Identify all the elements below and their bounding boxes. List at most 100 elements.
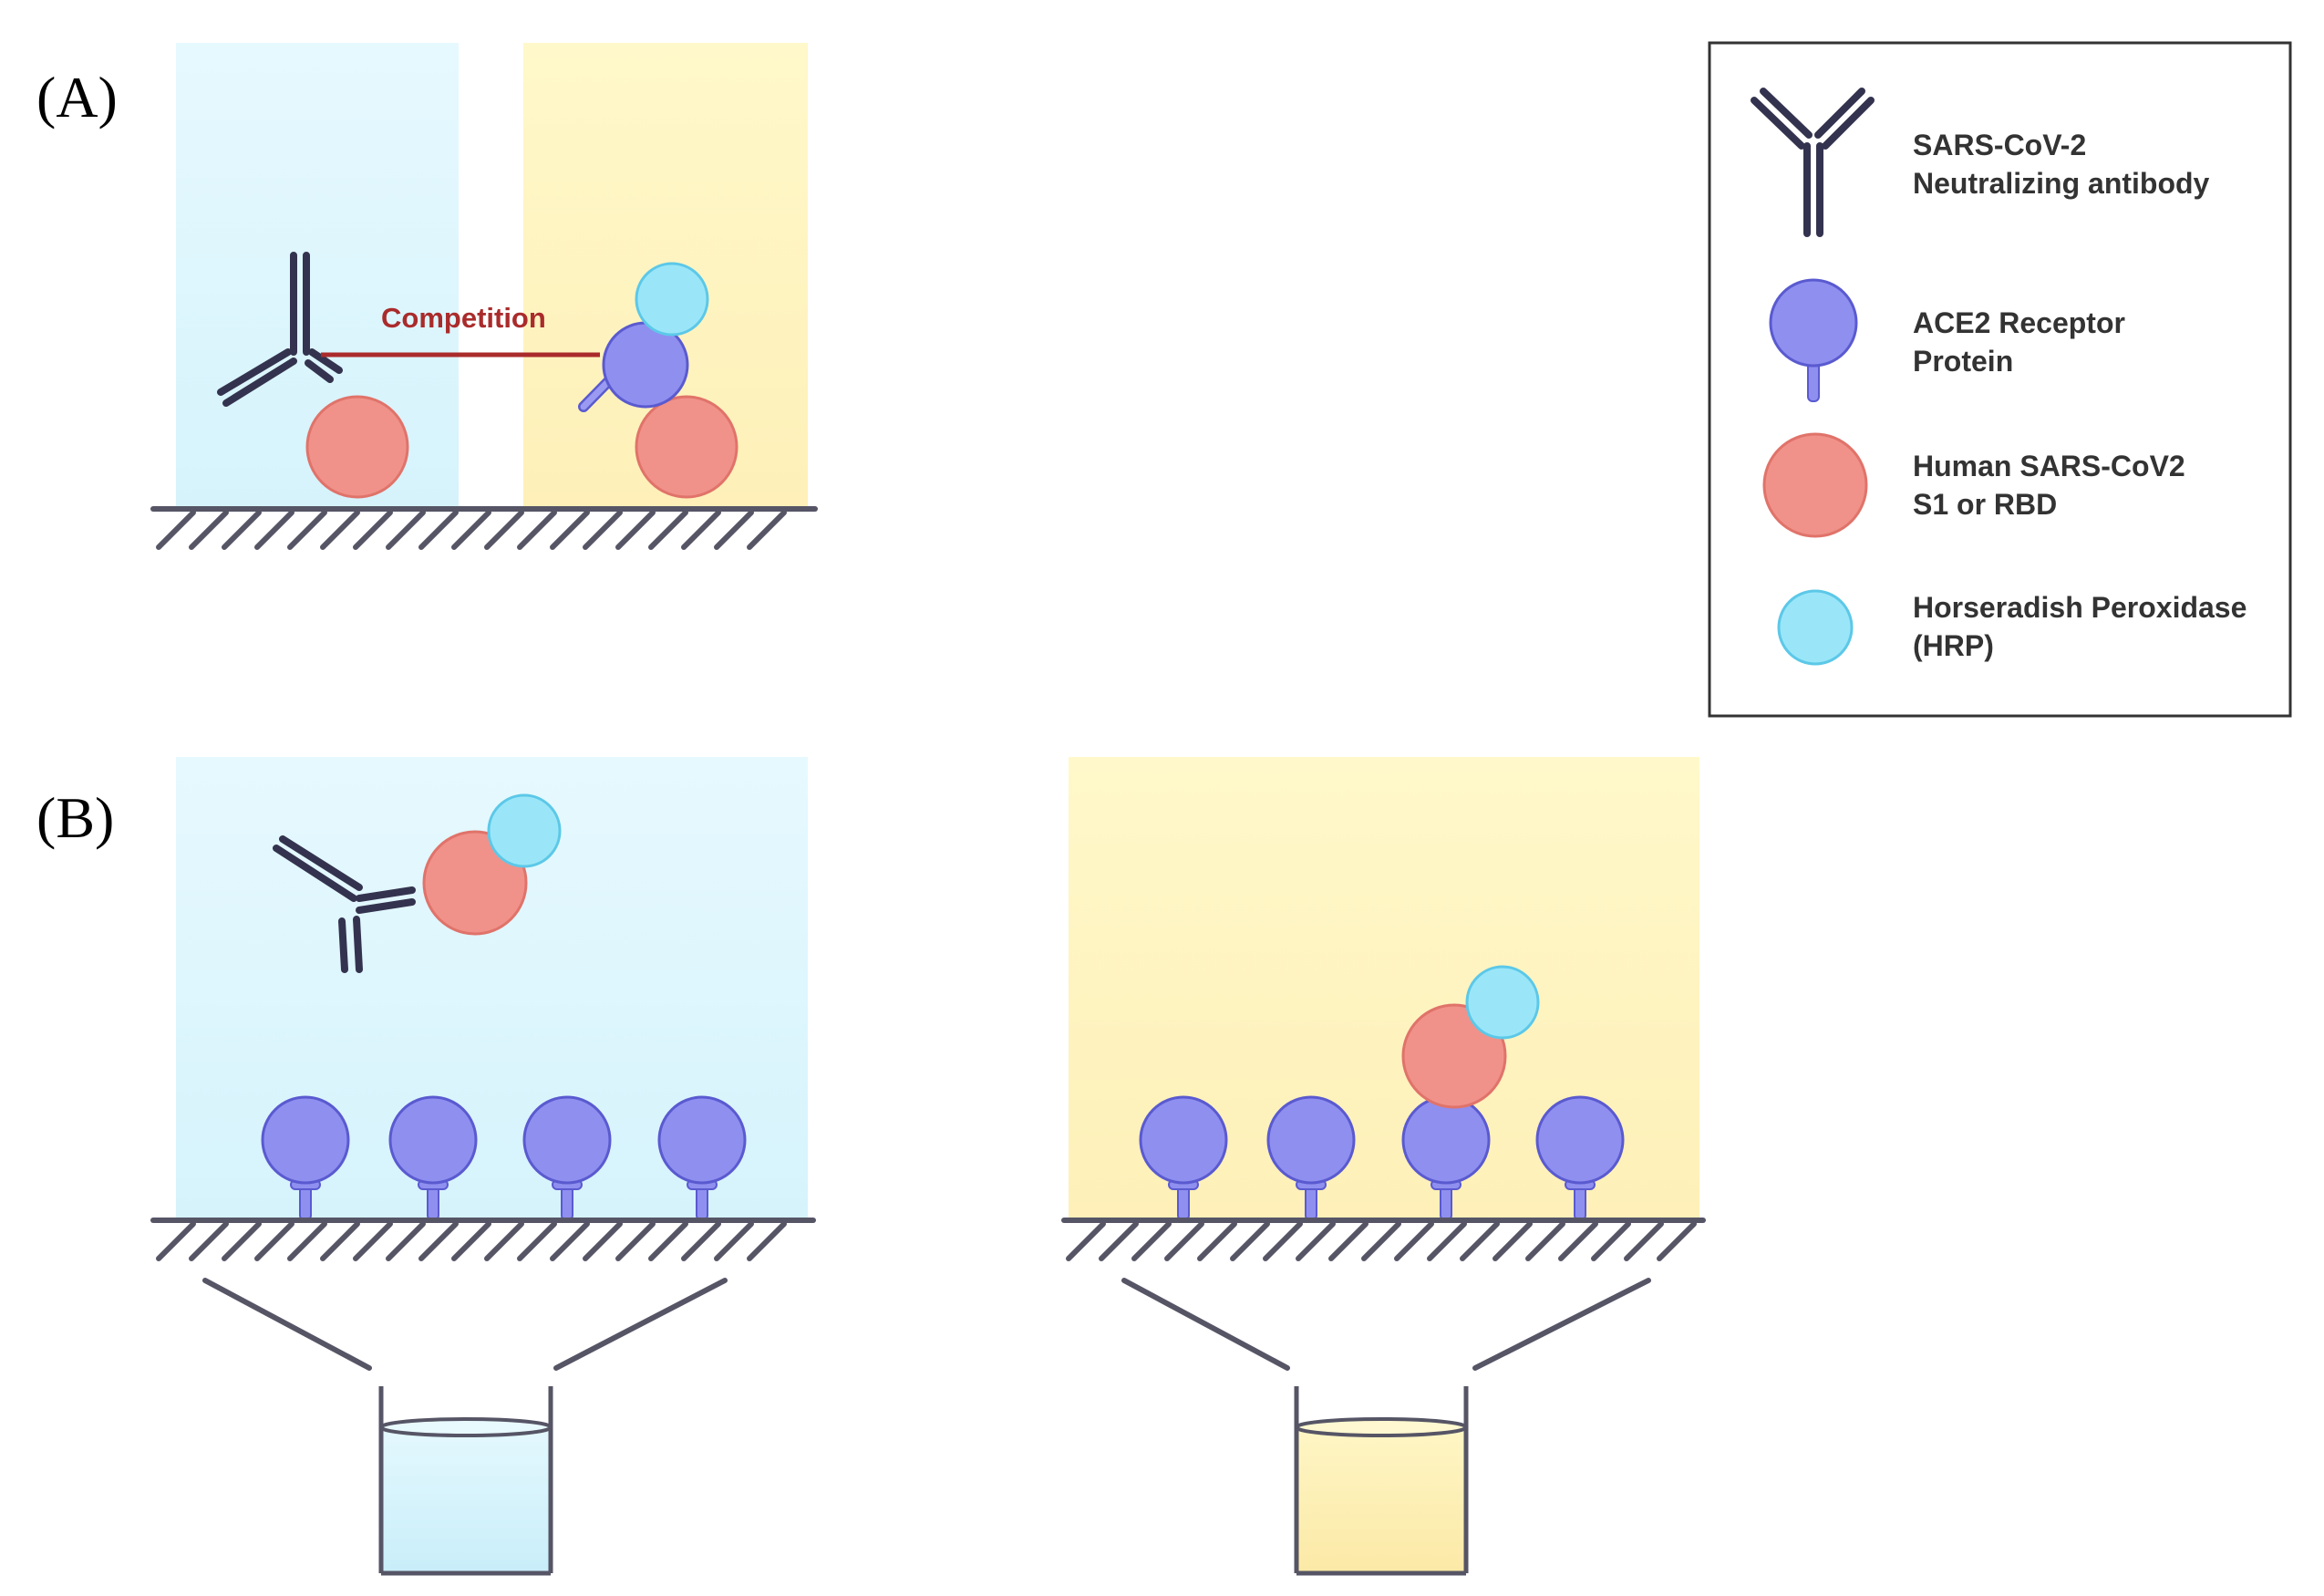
- ace2-receptor-icon: [1769, 278, 1858, 402]
- hatch-stroke: [615, 510, 656, 550]
- legend-ace2-line1: ACE2 Receptor: [1913, 306, 2125, 339]
- hatch-stroke: [648, 1221, 688, 1261]
- ace2-receptor-icon: [1266, 1095, 1356, 1220]
- legend-rbd-line2: S1 or RBD: [1913, 488, 2057, 521]
- well-icon: [378, 1386, 553, 1576]
- ace2-receptor-icon: [1401, 1095, 1491, 1220]
- hatch-stroke: [1657, 1221, 1697, 1261]
- legend-hrp-line2: (HRP): [1913, 629, 1994, 662]
- well-icon: [1294, 1386, 1469, 1576]
- hatch-stroke: [1624, 1221, 1664, 1261]
- hatch-stroke: [1361, 1221, 1401, 1261]
- hatch-stroke: [583, 1221, 623, 1261]
- hatch-stroke: [353, 510, 393, 550]
- legend-antibody-line1: SARS-CoV-2: [1913, 129, 2086, 161]
- hatch-stroke: [550, 510, 590, 550]
- ace2-receptor-icon: [578, 321, 689, 412]
- magnifier-lines: [202, 1278, 728, 1371]
- ace2-receptor-icon: [1535, 1095, 1625, 1220]
- panel-b-label: (B): [36, 785, 114, 850]
- ace2-receptor-icon: [657, 1095, 747, 1220]
- antibody-icon: [217, 252, 343, 407]
- hatch-stroke: [484, 510, 524, 550]
- hatch-stroke: [386, 510, 426, 550]
- legend-hrp-line1: Horseradish Peroxidase: [1913, 591, 2247, 624]
- hatch-stroke: [1558, 1221, 1598, 1261]
- surface-hatching: [1066, 1221, 1697, 1261]
- hrp-enzyme-icon: [487, 793, 562, 868]
- hatch-stroke: [156, 510, 196, 550]
- hatch-stroke: [1427, 1221, 1467, 1261]
- hatch-stroke: [1066, 1221, 1106, 1261]
- hatch-stroke: [1099, 1221, 1139, 1261]
- hatch-stroke: [1591, 1221, 1631, 1261]
- hatch-stroke: [1164, 1221, 1204, 1261]
- legend-rbd-line1: Human SARS-CoV2: [1913, 450, 2185, 482]
- antibody-icon: [273, 835, 416, 973]
- hatch-stroke: [156, 1221, 196, 1261]
- hatch-stroke: [714, 510, 754, 550]
- hatch-stroke: [320, 1221, 360, 1261]
- hatch-stroke: [550, 1221, 590, 1261]
- hatch-stroke: [681, 1221, 721, 1261]
- hatch-stroke: [747, 1221, 787, 1261]
- hatch-stroke: [222, 1221, 262, 1261]
- hatch-stroke: [517, 510, 557, 550]
- hatch-stroke: [747, 510, 787, 550]
- hatch-stroke: [1197, 1221, 1237, 1261]
- hatch-stroke: [189, 510, 229, 550]
- hatch-stroke: [1493, 1221, 1533, 1261]
- hatch-stroke: [189, 1221, 229, 1261]
- panel-a-label: (A): [36, 65, 118, 130]
- rbd-protein-icon: [305, 395, 409, 499]
- hatch-stroke: [254, 1221, 294, 1261]
- hatch-stroke: [583, 510, 623, 550]
- hatch-stroke: [517, 1221, 557, 1261]
- legend-antibody-line2: Neutralizing antibody: [1913, 167, 2210, 200]
- ace2-receptor-icon: [388, 1095, 478, 1220]
- hatch-stroke: [1460, 1221, 1500, 1261]
- hatch-stroke: [451, 1221, 491, 1261]
- hatch-stroke: [386, 1221, 426, 1261]
- legend-box: SARS-CoV-2 Neutralizing antibody ACE2 Re…: [1708, 41, 2292, 718]
- hatch-stroke: [1131, 1221, 1172, 1261]
- ace2-receptor-row: [261, 1095, 747, 1220]
- panel-b-right-surface: [1061, 1218, 1706, 1261]
- ace2-receptor-row: [1139, 1095, 1625, 1220]
- hatch-stroke: [451, 510, 491, 550]
- ace2-receptor-icon: [261, 1095, 350, 1220]
- hatch-stroke: [1328, 1221, 1369, 1261]
- hatch-stroke: [1296, 1221, 1336, 1261]
- antibody-icon: [1751, 88, 1875, 237]
- hatch-stroke: [222, 510, 262, 550]
- surface-hatching: [156, 1221, 787, 1261]
- rbd-protein-icon: [1762, 432, 1868, 538]
- hatch-stroke: [287, 1221, 327, 1261]
- hatch-stroke: [418, 510, 459, 550]
- hatch-stroke: [1394, 1221, 1434, 1261]
- hatch-stroke: [714, 1221, 754, 1261]
- legend-ace2-line2: Protein: [1913, 345, 2013, 378]
- panel-a-surface: [150, 506, 818, 550]
- hatch-stroke: [320, 510, 360, 550]
- ace2-receptor-icon: [1139, 1095, 1228, 1220]
- hatch-stroke: [353, 1221, 393, 1261]
- hatch-stroke: [1525, 1221, 1565, 1261]
- hatch-stroke: [287, 510, 327, 550]
- rbd-protein-icon: [635, 395, 739, 499]
- hatch-stroke: [615, 1221, 656, 1261]
- magnifier-lines: [1121, 1278, 1651, 1371]
- competition-label: Competition: [381, 302, 546, 334]
- hatch-stroke: [648, 510, 688, 550]
- hatch-stroke: [418, 1221, 459, 1261]
- hrp-enzyme-icon: [1465, 965, 1540, 1040]
- hatch-stroke: [681, 510, 721, 550]
- panel-b-left-surface: [150, 1218, 816, 1261]
- hrp-enzyme-icon: [1777, 589, 1854, 666]
- hrp-enzyme-icon: [635, 262, 709, 337]
- hatch-stroke: [1263, 1221, 1303, 1261]
- hatch-stroke: [254, 510, 294, 550]
- hatch-stroke: [484, 1221, 524, 1261]
- hatch-stroke: [1230, 1221, 1270, 1261]
